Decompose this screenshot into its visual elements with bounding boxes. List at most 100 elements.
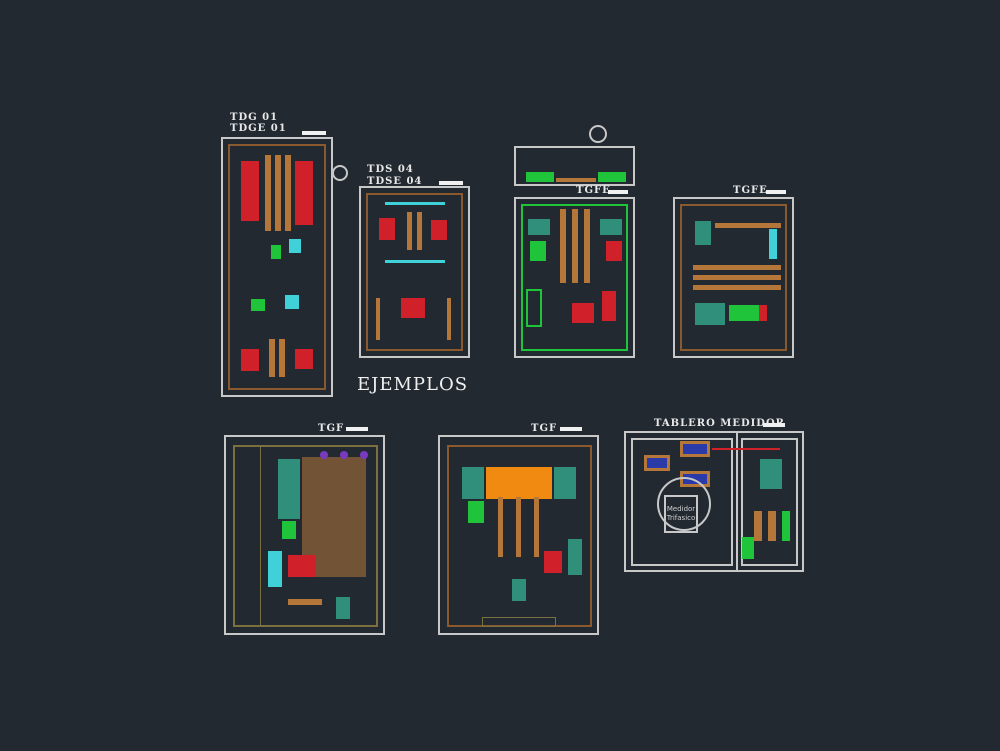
label-underline [766,190,786,194]
label-underline [763,423,785,427]
panel-label: TGF [531,423,558,434]
terminal [320,451,328,459]
main-breaker [760,459,782,489]
component [271,245,281,259]
component [695,303,725,325]
panel-tgfe-2[interactable] [673,197,794,358]
breaker-compartment [741,438,798,566]
drawing-title: EJEMPLOS [357,374,469,395]
terminal [360,451,368,459]
cable [712,448,780,450]
busbar [275,155,281,231]
component [468,501,484,523]
meter-circle [657,477,711,531]
busbar [560,209,566,283]
component [729,305,759,321]
busbar [417,212,422,250]
breaker-block [379,218,395,240]
panel-tablero-medidor[interactable] [624,431,804,572]
panel-tds04[interactable] [359,186,470,358]
component [554,467,576,499]
terminal [340,451,348,459]
meter-label-line: Trifasico [666,514,696,522]
busbar [516,497,521,557]
meter-box [664,495,698,533]
breaker-block [606,241,622,261]
component [528,219,550,235]
component [568,539,582,575]
ground-terminal [742,537,754,559]
busbar [768,511,776,541]
busbar [285,155,291,231]
busbar [584,209,590,283]
panel-tgfe-1[interactable] [514,197,635,358]
component [598,172,626,182]
component [282,521,296,539]
breaker-block [241,161,259,221]
terminal-block [680,441,710,457]
component [695,221,711,245]
component [526,172,554,182]
breaker-block [602,291,616,321]
north-symbol-icon [589,125,607,143]
panel-label: TGFE [576,185,611,196]
busbar [715,223,781,228]
panel-tgf-1[interactable] [224,435,385,635]
label-underline [560,427,582,431]
component [285,295,299,309]
busbar [269,339,275,377]
busbar [556,178,596,182]
breaker-block [288,555,316,577]
panel-tgf-2[interactable] [438,435,599,635]
component [526,289,542,327]
busbar [385,260,445,263]
panel-inner [366,193,463,351]
panel-tdg01[interactable] [221,137,333,397]
label-underline [302,131,326,135]
component [769,229,777,259]
terminal-block [644,455,670,471]
north-symbol-icon [332,165,348,181]
panel-label: TDGE 01 [230,123,287,134]
busbar [447,298,451,340]
breaker-block [431,220,447,240]
panel-label: TDG 01 [230,112,279,123]
panel-inner [233,445,378,627]
component [336,597,350,619]
panel-inner [521,204,628,351]
busbar [407,212,412,250]
breaker-block [572,303,594,323]
busbar [385,202,445,205]
breaker-block [241,349,259,371]
meter-label: Medidor Trifasico [656,505,706,523]
panel-label: TDSE 04 [367,176,423,187]
component [462,467,484,499]
busbar [288,599,322,605]
breaker-block [544,551,562,573]
busbar [572,209,578,283]
panel-label: TGFE [733,185,768,196]
divider [736,433,738,570]
component [251,299,265,311]
busbar [265,155,271,231]
busbar [534,497,539,557]
panel-elevation [514,146,635,186]
ground-bar [782,511,790,541]
label-underline [439,181,463,185]
divider [260,445,261,627]
panel-label: TABLERO MEDIDOR [654,418,785,429]
label-underline [346,427,368,431]
component [600,219,622,235]
panel-inner [228,144,326,390]
breaker-block [401,298,425,318]
component [530,241,546,261]
component [268,551,282,587]
component [278,459,300,519]
breaker-block [295,349,313,369]
component [289,239,301,253]
busbar-block [486,467,552,499]
label-underline [608,190,628,194]
meter-compartment [631,438,733,566]
panel-inner [680,204,787,351]
